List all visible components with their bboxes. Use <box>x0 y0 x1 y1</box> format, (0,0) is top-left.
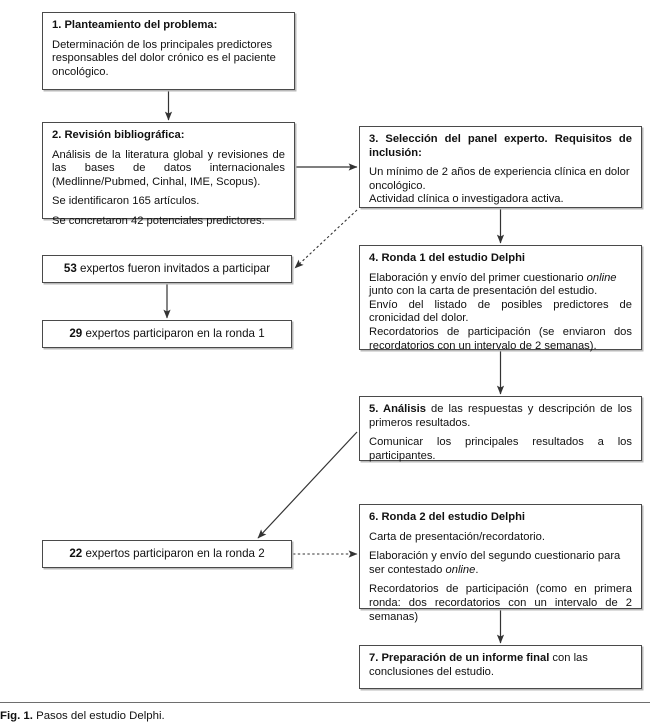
text-segment: expertos fueron invitados a participar <box>76 262 271 276</box>
text-segment: Análisis <box>383 403 426 415</box>
text-segment: . <box>475 563 479 576</box>
count-value: 29 <box>69 327 83 341</box>
node-text: 22 expertos participaron en la ronda 2 <box>69 547 264 561</box>
node-body-line: Envío del listado de posibles predictore… <box>369 298 632 325</box>
node-text: 53 expertos fueron invitados a participa… <box>64 262 270 276</box>
node-text: 29 expertos participaron en la ronda 1 <box>69 327 264 341</box>
node-heading: 6. Ronda 2 del estudio Delphi <box>369 511 526 523</box>
node-heading: 7. Preparación de un informe final con l… <box>369 652 632 679</box>
node-body-line: Recordatorios de participación (como en … <box>369 583 632 623</box>
figure-caption-text: Pasos del estudio Delphi. <box>36 710 165 722</box>
node-body-line: Elaboración y envío del primer cuestiona… <box>369 272 632 299</box>
node-analisis-respuestas: 5. Análisis de las respuestas y descripc… <box>359 396 642 462</box>
node-ronda-1-estudio-delphi: 4. Ronda 1 del estudio Delphi Elaboració… <box>359 245 642 352</box>
node-heading: 4. Ronda 1 del estudio Delphi <box>369 252 526 264</box>
node-body-line: Carta de presentación/recordatorio. <box>369 530 545 543</box>
node-body-line: Se identificaron 165 artículos. <box>52 195 200 208</box>
text-segment: 7. <box>369 652 382 664</box>
node-body-line: Actividad clínica o investigadora activa… <box>369 193 564 206</box>
text-segment: junto con la carta de presentación del e… <box>369 285 598 298</box>
node-body-line: Se concretaron 42 potenciales predictore… <box>52 214 265 227</box>
node-body-line: Comunicar los principales resultados a l… <box>369 436 632 462</box>
node-body-line: Recordatorios de participación (se envia… <box>369 325 632 352</box>
figure-caption: Fig. 1. Pasos del estudio Delphi. <box>0 709 650 723</box>
text-segment: expertos participaron en la ronda 2 <box>82 547 265 561</box>
figure-label: Fig. 1. <box>0 710 33 722</box>
emphasis-online: online <box>445 563 476 576</box>
node-heading: 5. Análisis de las respuestas y descripc… <box>369 403 632 430</box>
connector-box3-boxA <box>294 209 358 269</box>
node-heading: 3. Selección del panel experto. Requisit… <box>369 133 632 159</box>
node-body-line: Elaboración y envío del segundo cuestion… <box>369 550 632 577</box>
node-preparacion-informe-final: 7. Preparación de un informe final con l… <box>359 645 642 689</box>
node-body-line: Un mínimo de 2 años de experiencia clíni… <box>369 166 630 192</box>
node-expertos-ronda-1: 29 expertos participaron en la ronda 1 <box>42 320 292 348</box>
count-value: 53 <box>63 262 77 276</box>
node-body-line: Determinación de los principales predict… <box>52 38 276 78</box>
node-ronda-2-estudio-delphi: 6. Ronda 2 del estudio Delphi Carta de p… <box>359 504 642 623</box>
node-expertos-ronda-2: 22 expertos participaron en la ronda 2 <box>42 540 292 568</box>
count-value: 22 <box>69 547 83 561</box>
connector-box5-boxC <box>257 431 358 539</box>
text-segment: 5. <box>369 403 384 415</box>
text-segment: de las respuestas y descripción de los p… <box>369 403 632 429</box>
node-expertos-invitados: 53 expertos fueron invitados a participa… <box>42 255 292 283</box>
emphasis-online: online <box>586 271 617 284</box>
node-revision-bibliografica: 2. Revisión bibliográfica: Análisis de l… <box>42 122 295 227</box>
node-heading: 2. Revisión bibliográfica: <box>52 129 185 141</box>
node-heading: 1. Planteamiento del problema: <box>52 19 218 31</box>
text-segment: con las conclusiones del estudio. <box>369 652 588 678</box>
text-segment: Preparación de un informe final <box>381 652 550 664</box>
text-segment: Elaboración y envío del primer cuestiona… <box>369 271 587 284</box>
text-segment: Elaboración y envío del segundo cuestion… <box>369 550 621 576</box>
node-planteamiento-del-problema: 1. Planteamiento del problema: Determina… <box>42 12 295 90</box>
node-seleccion-panel-experto: 3. Selección del panel experto. Requisit… <box>359 126 642 208</box>
node-body-line: Análisis de la literatura global y revis… <box>52 148 285 188</box>
text-segment: expertos participaron en la ronda 1 <box>82 327 265 341</box>
caption-divider <box>0 702 650 703</box>
